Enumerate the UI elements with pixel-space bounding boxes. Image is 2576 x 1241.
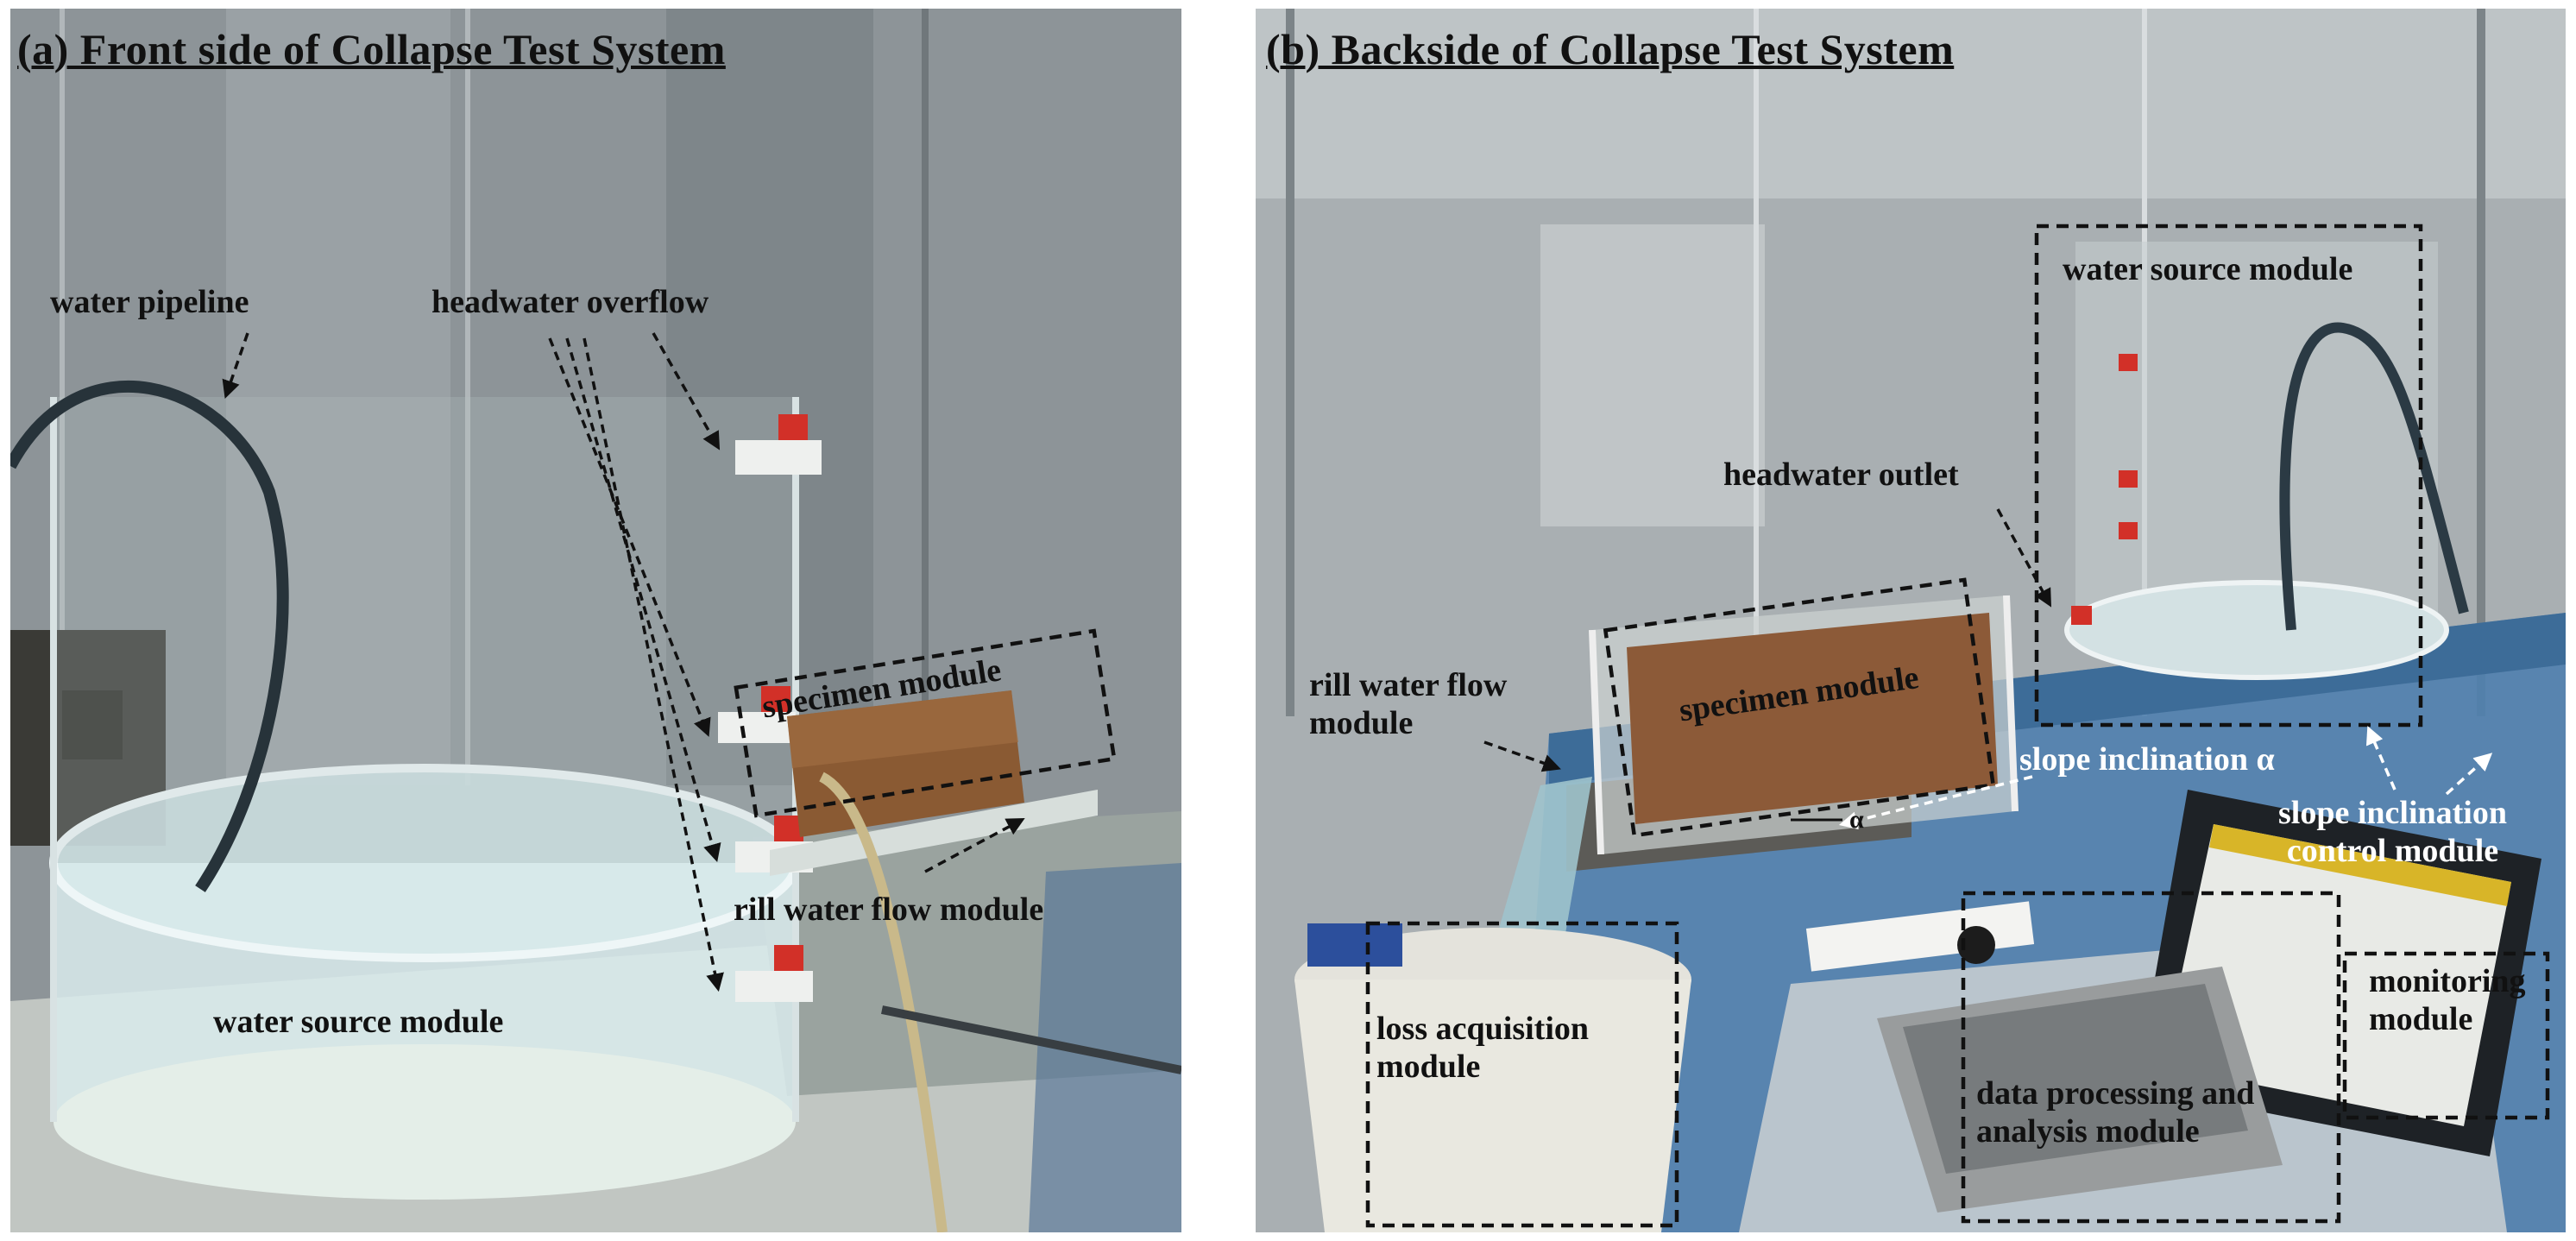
label-headwater-overflow: headwater overflow	[431, 284, 709, 320]
label-water-source-module: water source module	[2063, 251, 2353, 287]
panel-backside: (b) Backside of Collapse Test System wat…	[1256, 9, 2566, 1232]
label-rill-water-flow-module: rill water flow module	[734, 891, 1044, 928]
label-water-source-module: water source module	[213, 1004, 504, 1040]
label-monitoring-module: monitoring module	[2369, 963, 2526, 1037]
label-rill-water-flow-module: rill water flow module	[1309, 667, 1508, 741]
label-loss-acquisition-module: loss acquisition module	[1376, 1011, 1590, 1085]
label-slope-inclination-control-module: slope inclination control module	[2278, 795, 2507, 869]
label-alpha: α	[1849, 805, 1864, 834]
panel-a-title: (a) Front side of Collapse Test System	[17, 25, 726, 73]
panel-front-side: (a) Front side of Collapse Test System w…	[10, 9, 1181, 1232]
label-headwater-outlet: headwater outlet	[1723, 457, 1959, 493]
label-water-pipeline: water pipeline	[50, 284, 249, 320]
front-side-photo	[10, 9, 1181, 1232]
label-slope-inclination: slope inclination α	[2019, 741, 2275, 778]
label-data-processing-module: data processing and analysis module	[1976, 1075, 2255, 1150]
panel-b-title: (b) Backside of Collapse Test System	[1266, 25, 1955, 73]
